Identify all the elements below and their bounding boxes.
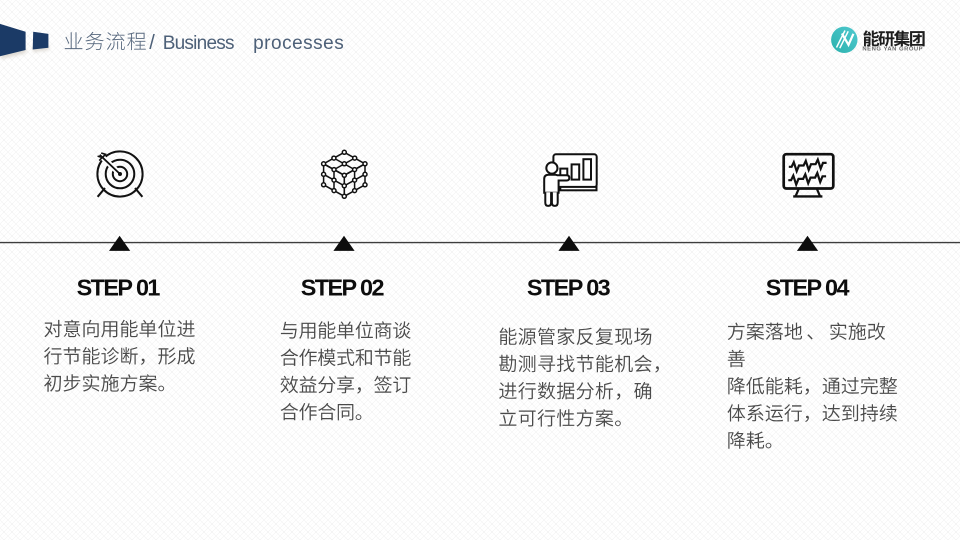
svg-text:STEP 02: STEP 02 (301, 275, 385, 301)
svg-text:processes: processes (253, 33, 344, 54)
svg-text:/: / (149, 32, 155, 54)
svg-text:Business: Business (163, 33, 235, 54)
svg-text:STEP 04: STEP 04 (766, 275, 850, 301)
svg-text:STEP 03: STEP 03 (527, 275, 611, 301)
svg-text:STEP 01: STEP 01 (77, 275, 161, 301)
svg-text:NENG YAN GROUP: NENG YAN GROUP (862, 47, 922, 53)
